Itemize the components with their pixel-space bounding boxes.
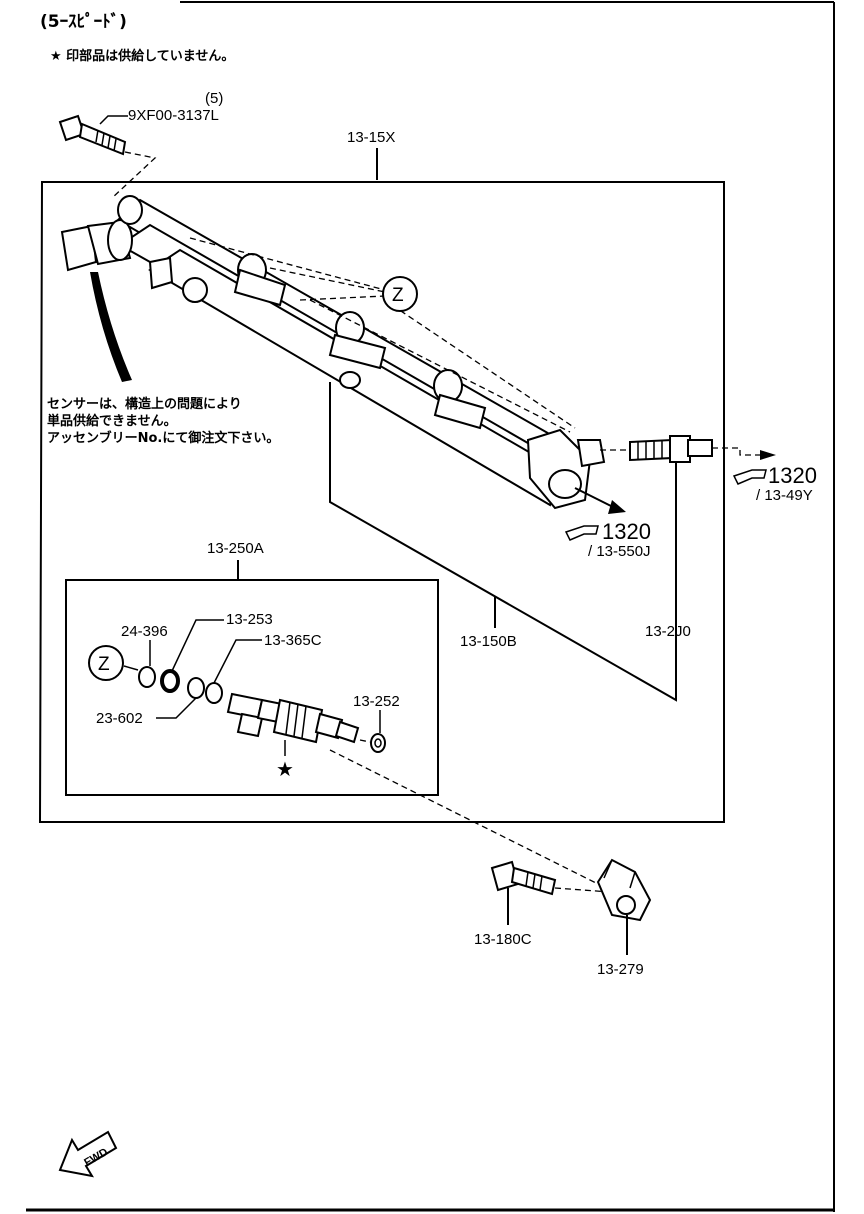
fuel-pipe-connector[interactable] — [629, 435, 713, 463]
svg-text:/ 13-550J: / 13-550J — [588, 543, 651, 560]
svg-text:/ 13-49Y: / 13-49Y — [756, 487, 813, 504]
assembly-label: 13-15X — [347, 129, 395, 146]
reference-1320-49y[interactable]: 1320 / 13-49Y — [732, 463, 817, 504]
svg-text:Z: Z — [98, 654, 110, 675]
fuel-rail[interactable] — [60, 195, 606, 510]
bolt-bottom[interactable] — [490, 860, 557, 896]
fwd-arrow-icon: FWD — [58, 1130, 118, 1178]
oring-13-365c-label: 13-365C — [264, 632, 322, 649]
oring-13-253-label: 13-253 — [226, 611, 273, 628]
injector-kit-box — [65, 579, 439, 796]
rail-bracket — [329, 382, 677, 702]
rail-label: 13-150B — [460, 633, 517, 650]
bolt-top-leader — [99, 115, 128, 125]
sensor-note-line2: 単品供給できません。 — [47, 413, 177, 429]
rail-dash-3 — [299, 295, 386, 301]
pipe-arrow — [760, 450, 776, 460]
reference-1320-550j[interactable]: 1320 / 13-550J — [564, 519, 651, 560]
pipe-dash-out — [712, 447, 760, 456]
z-mark-top: Z — [382, 276, 418, 312]
flange-arrow — [608, 500, 626, 514]
bolt-bottom-dash — [554, 887, 611, 893]
bolt-top-qty: (5) — [205, 90, 223, 107]
cushion-label: 13-252 — [353, 693, 400, 710]
oring-23-602-label: 23-602 — [96, 710, 143, 727]
oring-13-365c[interactable] — [205, 682, 223, 704]
page-title: (5ｰｽﾋﾟｰﾄﾞ) — [40, 11, 127, 32]
pipe-label: 13-2J0 — [645, 623, 691, 640]
not-supplied-star: ★ — [276, 759, 294, 781]
cushion-ring-inner — [374, 738, 382, 748]
oring-13-365c-leader — [213, 639, 262, 684]
svg-text:1320: 1320 — [602, 519, 651, 544]
bolt-top-dash — [111, 151, 157, 199]
flange-arrow-line — [574, 487, 616, 509]
bolt-top[interactable] — [58, 114, 127, 156]
bolt-top-label: 9XF00-3137L — [128, 107, 219, 124]
z-mark-bottom: Z — [88, 645, 124, 681]
svg-text:Z: Z — [392, 285, 404, 306]
oring-13-253-leader — [171, 619, 224, 672]
assembly-box — [38, 181, 725, 823]
sensor-harness — [90, 272, 132, 382]
z-leader — [123, 665, 139, 671]
fuel-injector[interactable] — [226, 692, 360, 744]
sensor-note-line3: アッセンブリーNo.にて御注文下さい。 — [47, 430, 279, 446]
bolt-bottom-label: 13-180C — [474, 931, 532, 948]
injector-bracket[interactable] — [596, 858, 652, 922]
injector-dash — [359, 739, 371, 743]
bracket-dash — [329, 749, 611, 891]
injector-kit-label: 13-250A — [207, 540, 264, 557]
bracket-label: 13-279 — [597, 961, 644, 978]
oring-13-253[interactable] — [160, 669, 180, 693]
oring-24-396-label: 24-396 — [121, 623, 168, 640]
rail-dash-5 — [309, 299, 571, 433]
oring-24-396[interactable] — [138, 666, 156, 688]
supply-note: ★ 印部品は供給していません。 — [50, 48, 234, 64]
oring-23-602-leader — [156, 697, 197, 719]
sensor-note-line1: センサーは、構造上の問題により — [47, 396, 242, 412]
rail-dash-4 — [391, 304, 576, 429]
oring-23-602[interactable] — [187, 677, 205, 699]
svg-text:1320: 1320 — [768, 463, 817, 488]
rail-dash-1 — [189, 237, 386, 291]
